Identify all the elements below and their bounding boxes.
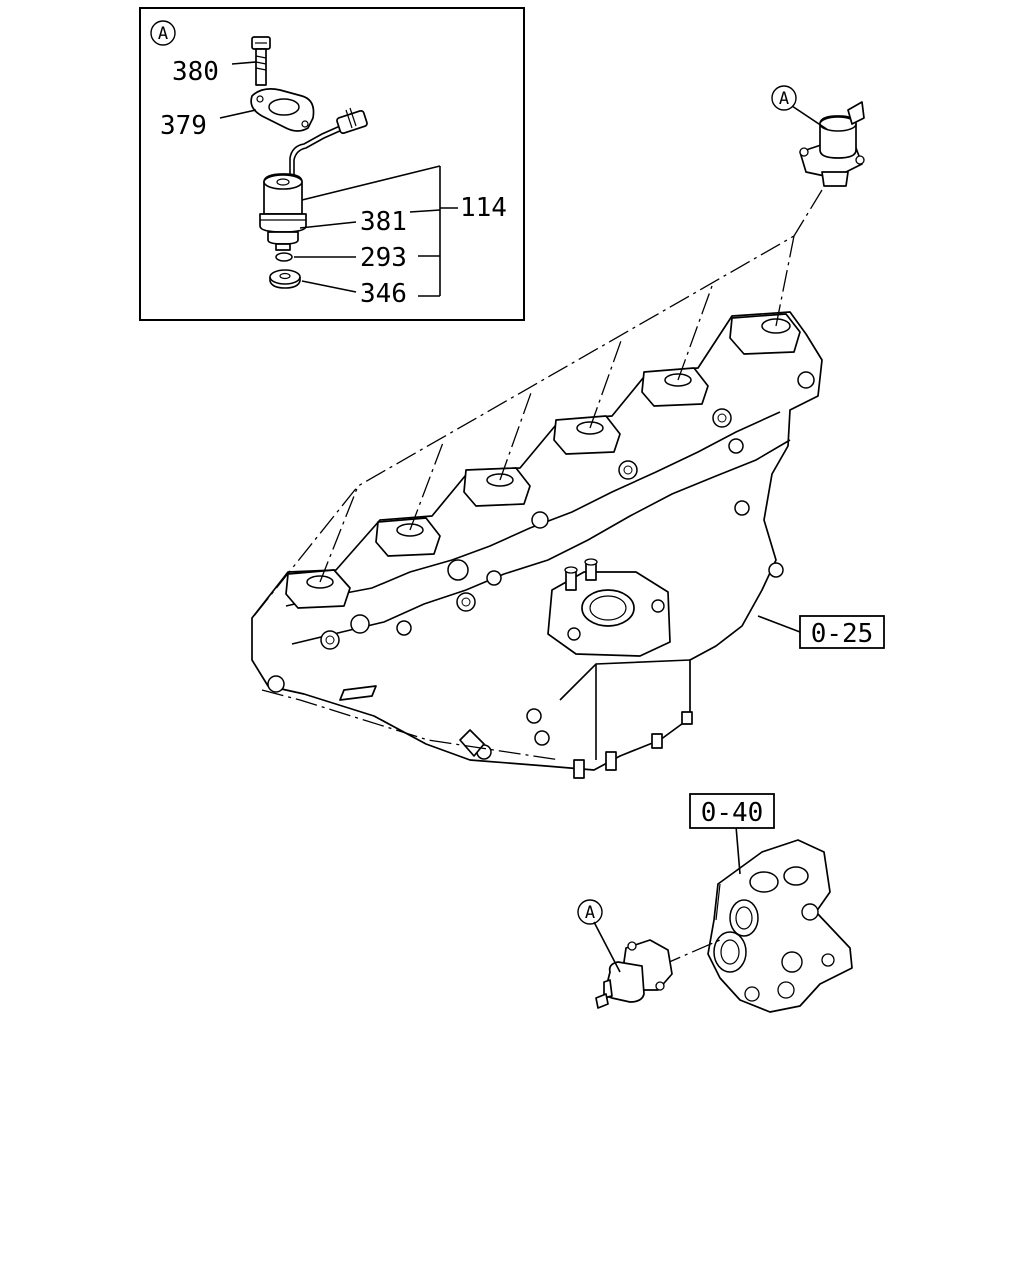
callout-381: 381 — [360, 207, 407, 237]
housing-solenoid-valve — [595, 939, 673, 1009]
svg-text:0-25: 0-25 — [811, 619, 874, 649]
leader-379 — [219, 109, 257, 119]
reference-box-0-25: 0-25 — [799, 615, 885, 649]
washer-346 — [269, 269, 301, 289]
bolt-380 — [251, 36, 271, 86]
pad-3 — [463, 467, 531, 507]
svg-text:A: A — [158, 24, 168, 44]
thermostat-housing — [707, 839, 853, 1013]
leader-valve-a-top — [791, 105, 829, 131]
manifold-solenoid-valve — [799, 101, 865, 187]
leader-assembly — [301, 165, 441, 201]
injector-axis-lines — [253, 189, 823, 761]
callout-379: 379 — [160, 111, 207, 141]
solenoid-valve-381 — [259, 173, 307, 251]
throttle-flange — [547, 558, 671, 657]
callout-380: 380 — [172, 57, 219, 87]
wire-connector — [289, 107, 368, 180]
leader-0-40 — [735, 825, 741, 875]
assembly-bracket — [409, 166, 458, 297]
callout-293: 293 — [360, 243, 407, 273]
svg-text:A: A — [779, 89, 789, 109]
leader-0-25 — [757, 615, 801, 633]
flange-379 — [250, 88, 315, 132]
view-a-marker-inset: A — [150, 20, 176, 46]
leader-380 — [231, 61, 257, 65]
reference-box-0-40: 0-40 — [689, 793, 775, 829]
svg-text:A: A — [585, 903, 595, 923]
leader-346 — [301, 280, 357, 293]
bolt-bosses — [267, 371, 815, 760]
mounting-pads — [285, 313, 801, 609]
pad-5 — [641, 367, 709, 407]
lower-studs — [573, 711, 693, 779]
view-a-marker-top: A — [771, 85, 797, 111]
manifold-body — [251, 311, 823, 771]
leader-valve-a-bottom — [593, 921, 621, 973]
svg-text:0-40: 0-40 — [701, 798, 764, 828]
callout-346: 346 — [360, 279, 407, 309]
callout-114: 114 — [460, 193, 507, 223]
leader-381 — [299, 221, 357, 229]
intake-manifold — [251, 311, 823, 779]
inset-frame — [139, 7, 525, 321]
detail-inset: A 380 379 — [139, 7, 525, 321]
pad-4 — [553, 415, 621, 455]
pad-6 — [729, 313, 801, 355]
pad-2 — [375, 517, 441, 557]
pad-1 — [285, 569, 351, 609]
view-a-marker-bottom: A — [577, 899, 603, 925]
o-ring-293 — [275, 252, 293, 262]
